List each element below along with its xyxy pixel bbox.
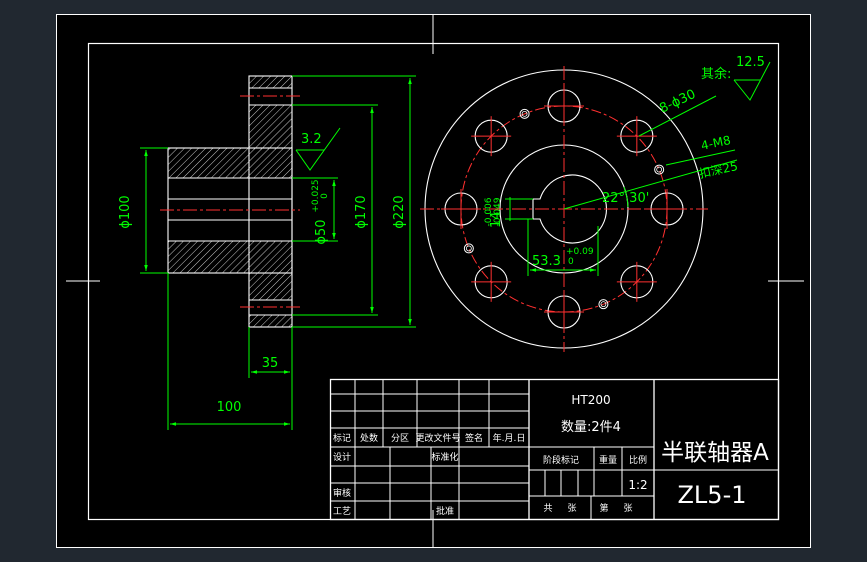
- side-view: ϕ100 ϕ50 +0.025 0 ϕ170 ϕ220 35 100 3.2: [118, 75, 416, 430]
- dim-d50-tol-lower: 0: [320, 193, 330, 199]
- tapped-hole: [654, 164, 665, 175]
- angle-label: 22° 30': [602, 191, 649, 206]
- tb-wenjian: 更改文件号: [415, 432, 460, 444]
- tapped-hole: [598, 299, 609, 310]
- dim-d170-label: ϕ170: [354, 195, 369, 228]
- tb-drawing-no: ZL5-1: [677, 481, 746, 509]
- side-centerlines: [160, 95, 300, 308]
- tb-bili: 比例: [629, 454, 647, 466]
- tb-date: 年.月.日: [493, 432, 526, 444]
- tb-zhang2: 张: [623, 503, 632, 514]
- sheet: [56, 14, 811, 548]
- side-outline: [167, 75, 293, 328]
- tb-shenhe: 审核: [333, 487, 351, 499]
- key-width-label: 14: [489, 211, 504, 228]
- roughness-label: 3.2: [301, 132, 322, 147]
- tb-jieduan: 阶段标记: [543, 454, 579, 466]
- tb-gongyi: 工艺: [333, 506, 351, 517]
- key-depth-tol-upper: +0.09: [566, 247, 594, 257]
- bolt-holes: [441, 86, 687, 332]
- tapped-holes: [463, 108, 665, 310]
- key-depth-tol-lower: 0: [568, 257, 574, 267]
- tb-pizhun: 批准: [436, 505, 454, 517]
- tb-biaoji: 标记: [333, 432, 351, 444]
- tapped-hole-inner: [521, 110, 528, 117]
- rest-roughness-label: 12.5: [736, 55, 765, 70]
- tb-qianming: 签名: [465, 432, 483, 444]
- tb-zhongliang: 重量: [599, 454, 617, 466]
- title-block: 标记 处数 分区 更改文件号 签名 年.月.日 设计 标准化 审核 工艺 批准 …: [329, 378, 780, 521]
- tb-gong: 共: [543, 503, 552, 514]
- side-dimensions: [140, 75, 416, 430]
- dim-d220-label: ϕ220: [392, 195, 407, 228]
- tapped-label: 4-M8: [700, 133, 732, 153]
- rest-label: 其余:: [701, 66, 731, 82]
- bore: [532, 174, 608, 244]
- key-tol-upper: -0.006: [484, 197, 494, 226]
- key-tol-lower: -0.049: [493, 197, 503, 226]
- dim-d50-tol-upper: +0.025: [311, 179, 321, 212]
- dim-100-label: 100: [217, 400, 242, 415]
- tb-biaozhunhua: 标准化: [431, 451, 458, 463]
- tb-quantity: 数量:2件4: [561, 420, 621, 435]
- section-hatch: [168, 76, 292, 327]
- tb-fenqu: 分区: [391, 433, 409, 444]
- tb-chushu: 处数: [360, 432, 378, 444]
- key-depth-label: 53.3: [532, 254, 561, 269]
- tb-material: HT200: [571, 393, 610, 407]
- front-dimensions: [505, 61, 771, 276]
- tapped-hole-inner: [656, 166, 663, 173]
- tb-di: 第: [599, 502, 608, 514]
- dim-35-label: 35: [262, 356, 279, 371]
- tapped-hole-inner: [465, 245, 472, 252]
- tb-part-name: 半联轴器A: [661, 440, 769, 466]
- tb-sheji: 设计: [333, 451, 351, 463]
- tapped-hole-inner: [600, 301, 607, 308]
- tb-zhang: 张: [567, 503, 576, 514]
- tapped-hole: [519, 108, 530, 119]
- tapped-hole: [463, 243, 474, 254]
- tb-scale: 1:2: [628, 478, 647, 492]
- dim-d50-label: ϕ50: [314, 219, 329, 244]
- dim-d100-label: ϕ100: [118, 195, 133, 228]
- centering-marks: [66, 14, 804, 548]
